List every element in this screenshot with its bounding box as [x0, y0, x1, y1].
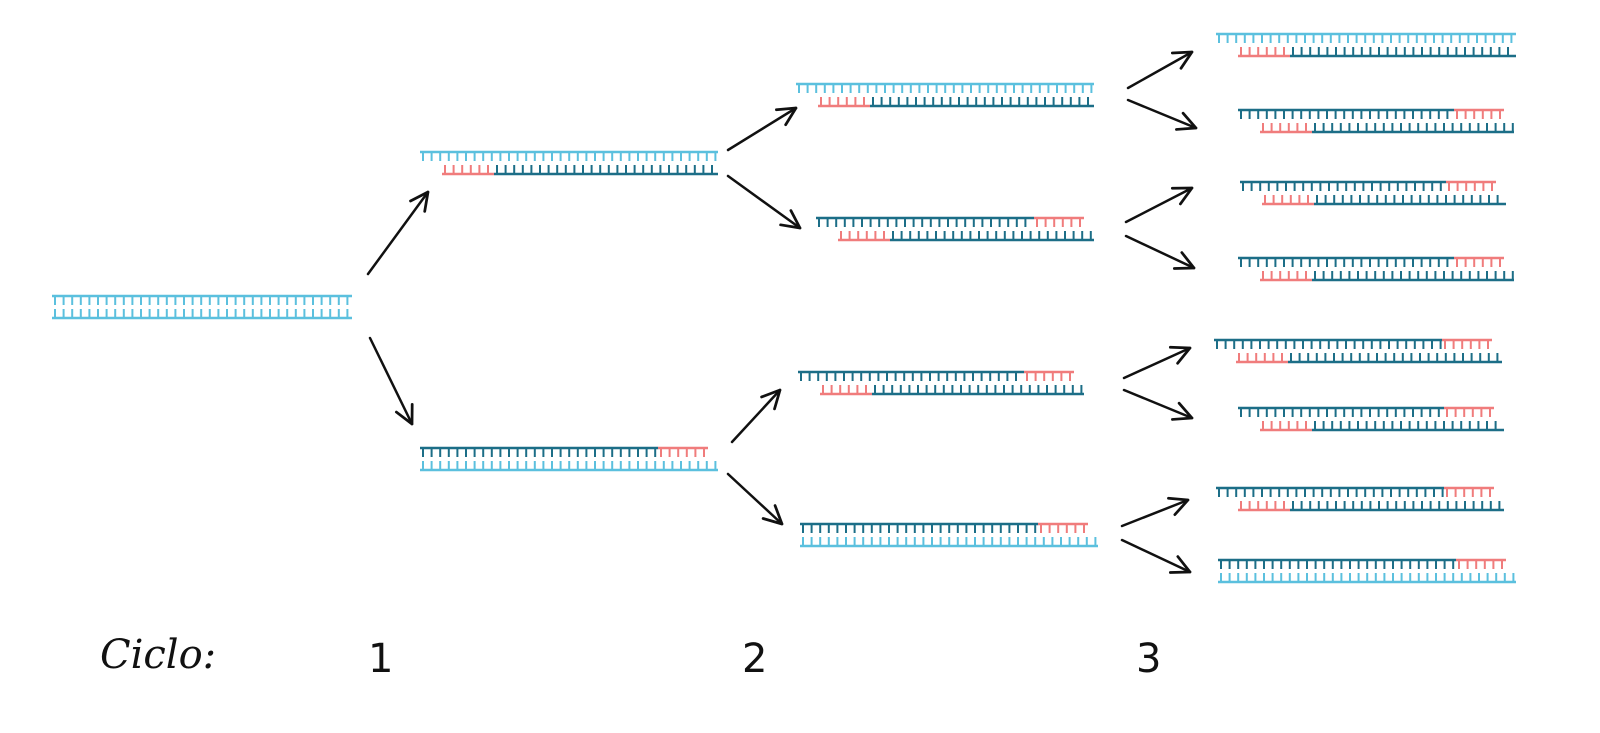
primer-top [1024, 370, 1074, 381]
template-strand [1216, 32, 1516, 43]
arrow-2d-to-3g [1120, 496, 1190, 528]
dna-strands [52, 32, 1516, 584]
cycle3-molecule-4 [1238, 256, 1514, 282]
new-strand-top [1238, 108, 1454, 119]
cycle2-molecule-2 [816, 216, 1094, 242]
arrow-2d-to-3h [1120, 538, 1192, 574]
arrow-0-to-1b [368, 336, 414, 426]
template-strand [420, 461, 718, 472]
new-strand-bottom [1312, 421, 1504, 432]
primer [1038, 522, 1088, 533]
cycle3-molecule-3 [1240, 180, 1506, 206]
new-strand-top [1238, 256, 1454, 267]
primer [1456, 558, 1506, 569]
primer-bottom [820, 385, 872, 396]
arrow-0-to-1a [366, 190, 430, 276]
arrow-2c-to-3e [1122, 345, 1192, 380]
primer-bottom [1238, 501, 1290, 512]
primer-top [1442, 338, 1492, 349]
primer-bottom [1262, 195, 1314, 206]
new-strand-bottom [1312, 123, 1514, 134]
primer [818, 97, 870, 108]
arrow-1a-to-2a [726, 106, 798, 152]
primer-bottom [1260, 271, 1312, 282]
new-strand-bottom [872, 385, 1084, 396]
primer-top [1034, 216, 1084, 227]
cycle1-molecule-2 [420, 446, 718, 472]
new-strand-top [816, 216, 1034, 227]
arrow-2c-to-3f [1122, 388, 1194, 421]
cycle3-molecule-6 [1238, 406, 1504, 432]
cycle2-molecule-1 [796, 82, 1094, 108]
template-strand [796, 82, 1094, 93]
arrow-1b-to-2c [730, 388, 782, 444]
primer-top [1446, 180, 1496, 191]
primer-bottom [1260, 123, 1312, 134]
primer-bottom [1236, 353, 1288, 364]
new-strand [420, 446, 658, 457]
arrow-1a-to-2b [726, 174, 802, 230]
arrow-2a-to-3b [1126, 98, 1198, 131]
primer [1238, 47, 1290, 58]
new-strand [800, 522, 1038, 533]
arrows [366, 50, 1198, 574]
primer-top [1444, 406, 1494, 417]
new-strand-top [798, 370, 1024, 381]
template-strand [800, 537, 1098, 548]
primer-top [1444, 486, 1494, 497]
new-strand-top [1216, 486, 1444, 497]
template-strand-bottom [52, 309, 352, 320]
cycle1-molecule-1 [420, 150, 718, 176]
cycle3-molecule-1 [1216, 32, 1516, 58]
arrow-2b-to-3d [1124, 234, 1196, 270]
new-strand-bottom [1314, 195, 1506, 206]
new-strand-bottom [1312, 271, 1514, 282]
cycle2-molecule-4 [800, 522, 1098, 548]
original-dna [52, 294, 352, 320]
primer-top [1454, 256, 1504, 267]
new-strand [1218, 558, 1456, 569]
primer-top [1454, 108, 1504, 119]
arrow-1b-to-2d [726, 472, 784, 526]
new-strand-bottom [890, 231, 1094, 242]
primer-bottom [838, 231, 890, 242]
cycle3-molecule-5 [1214, 338, 1502, 364]
new-strand [870, 97, 1094, 108]
new-strand-bottom [1288, 353, 1502, 364]
cycle2-molecule-3 [798, 370, 1084, 396]
cycle-label: Ciclo: [100, 632, 216, 678]
new-strand-top [1214, 338, 1442, 349]
arrow-2a-to-3a [1126, 50, 1194, 90]
cycle-number-2: 2 [742, 636, 767, 682]
primer [658, 446, 708, 457]
new-strand-top [1240, 180, 1446, 191]
template-strand [1218, 573, 1516, 584]
new-strand-bottom [1290, 501, 1504, 512]
template-strand [420, 150, 718, 161]
cycle3-molecule-8 [1218, 558, 1516, 584]
new-strand [494, 165, 718, 176]
primer [442, 165, 494, 176]
new-strand [1290, 47, 1516, 58]
cycle3-molecule-2 [1238, 108, 1514, 134]
cycle-number-3: 3 [1136, 636, 1161, 682]
cycle3-molecule-7 [1216, 486, 1504, 512]
primer-bottom [1260, 421, 1312, 432]
cycle-number-1: 1 [368, 636, 393, 682]
template-strand-top [52, 294, 352, 305]
arrow-2b-to-3c [1124, 186, 1194, 224]
new-strand-top [1238, 406, 1444, 417]
